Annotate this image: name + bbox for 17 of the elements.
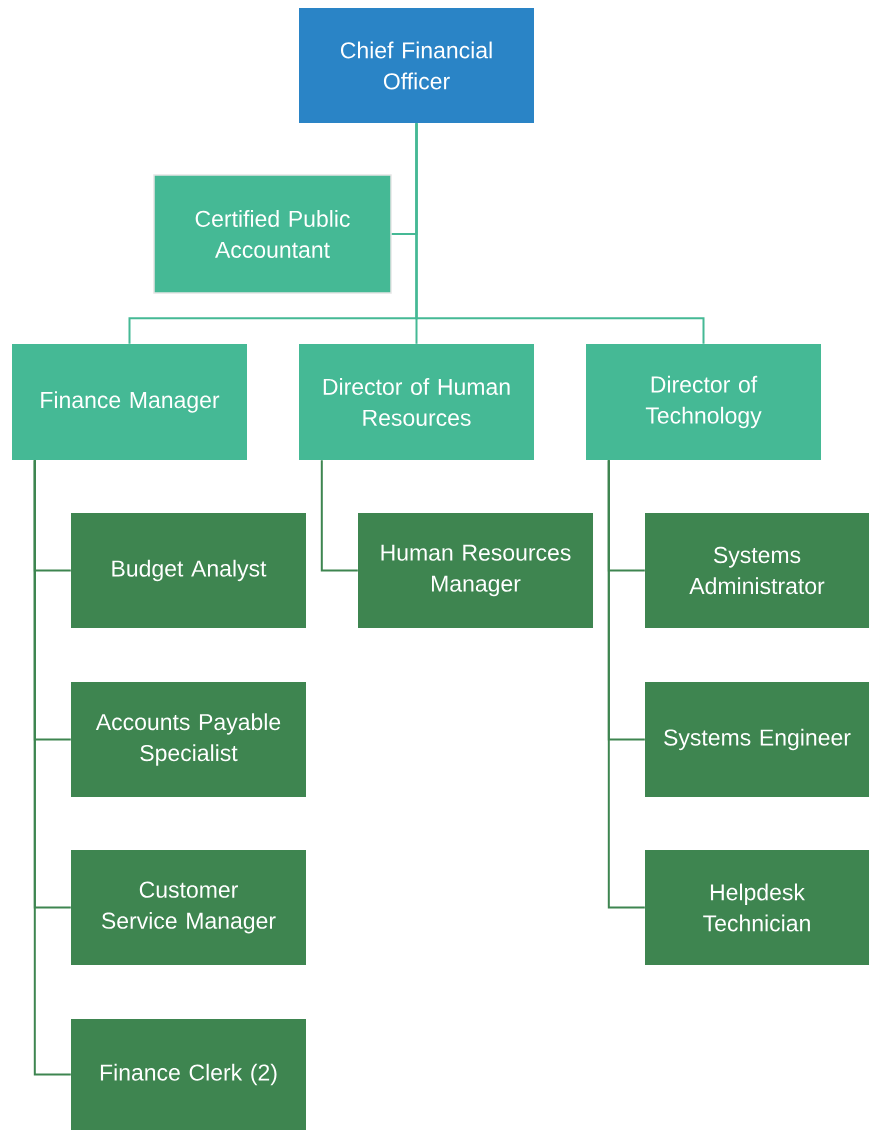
org-box: Finance Manager xyxy=(12,344,247,460)
org-box: Director of Technology xyxy=(586,344,821,460)
org-box: Budget Analyst xyxy=(71,513,306,628)
org-box: Director of Human Resources xyxy=(299,344,534,460)
org-box: Accounts Payable Specialist xyxy=(71,682,306,797)
connector-line xyxy=(607,459,646,909)
org-box: Human Resources Manager xyxy=(358,513,593,628)
org-box: Chief Financial Officer xyxy=(299,8,534,123)
org-box: Customer Service Manager xyxy=(71,850,306,965)
org-box: Systems Administrator xyxy=(645,513,869,628)
connector-line xyxy=(320,459,359,572)
connector-line xyxy=(33,459,72,1076)
org-box: Helpdesk Technician xyxy=(645,850,869,965)
org-box: Finance Clerk (2) xyxy=(71,1019,306,1130)
connector-line xyxy=(415,122,705,345)
org-box: Certified Public Accountant xyxy=(153,174,392,294)
org-box: Systems Engineer xyxy=(645,682,869,797)
